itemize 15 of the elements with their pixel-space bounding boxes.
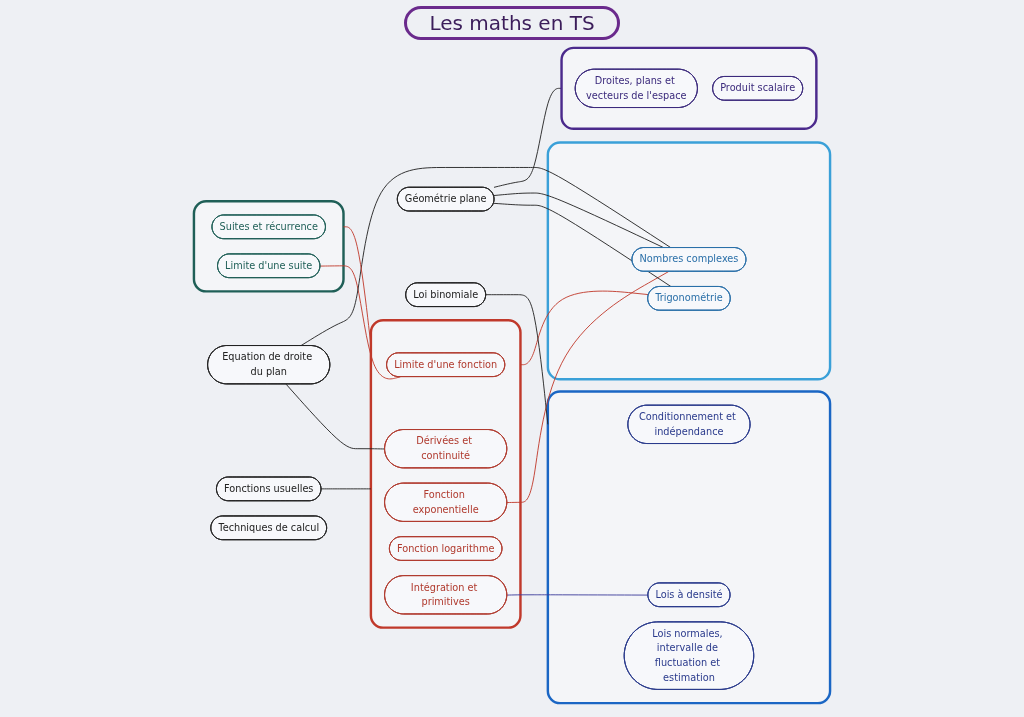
cluster xyxy=(560,46,818,130)
cluster xyxy=(546,140,832,380)
cluster xyxy=(192,199,345,293)
connector xyxy=(319,264,401,379)
connector xyxy=(493,87,562,188)
cluster xyxy=(546,389,832,704)
connector xyxy=(485,293,549,425)
connector xyxy=(506,270,670,503)
connector xyxy=(300,166,672,346)
connector xyxy=(320,487,372,489)
connector xyxy=(506,593,649,596)
title: Les maths en TS xyxy=(404,6,620,40)
cluster xyxy=(369,318,522,629)
connector xyxy=(520,290,650,365)
connector xyxy=(285,383,386,449)
